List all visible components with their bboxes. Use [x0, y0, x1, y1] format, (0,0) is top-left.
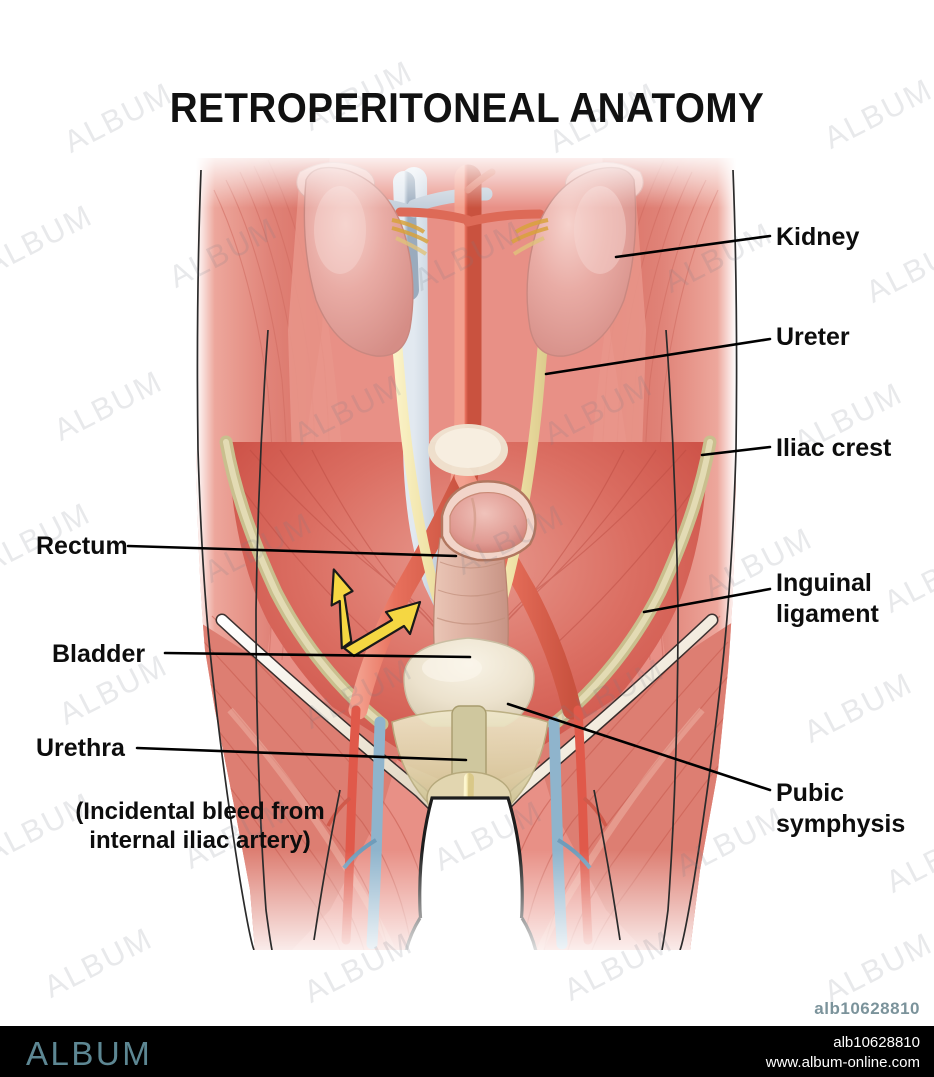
bleed-arrow-left: [330, 568, 354, 650]
label-pubic-symphysis: Pubic symphysis: [776, 779, 906, 838]
label-rectum: Rectum: [36, 532, 128, 560]
bleed-arrow-right: [342, 600, 422, 658]
bottom-fade: [196, 850, 736, 950]
page-title: RETROPERITONEAL ANATOMY: [169, 84, 765, 131]
incidental-bleed-note: (Incidental bleed from internal iliac ar…: [75, 798, 325, 854]
label-iliac-crest: Iliac crest: [776, 434, 892, 462]
footer-meta: alb10628810 www.album-online.com: [766, 1033, 920, 1074]
body-outline: [196, 169, 738, 950]
label-urethra: Urethra: [36, 734, 125, 762]
asset-id-text: alb10628810: [814, 999, 920, 1018]
iliac-crest-left: [219, 435, 389, 731]
label-bladder: Bladder: [52, 640, 146, 668]
footer-bar: ALBUM alb10628810 www.album-online.com: [0, 1026, 934, 1077]
top-fade: [196, 150, 736, 208]
label-kidney: Kidney: [776, 223, 860, 251]
album-logo: ALBUM: [26, 1035, 153, 1072]
bladder: [403, 637, 535, 727]
inguinal-ligament-left: [215, 613, 449, 821]
label-ureter: Ureter: [776, 323, 850, 351]
label-inguinal-ligament: Inguinal ligament: [776, 569, 879, 628]
footer-asset-id: alb10628810: [833, 1034, 920, 1051]
footer-url[interactable]: www.album-online.com: [765, 1054, 920, 1072]
bleed-arrows: [330, 568, 422, 658]
